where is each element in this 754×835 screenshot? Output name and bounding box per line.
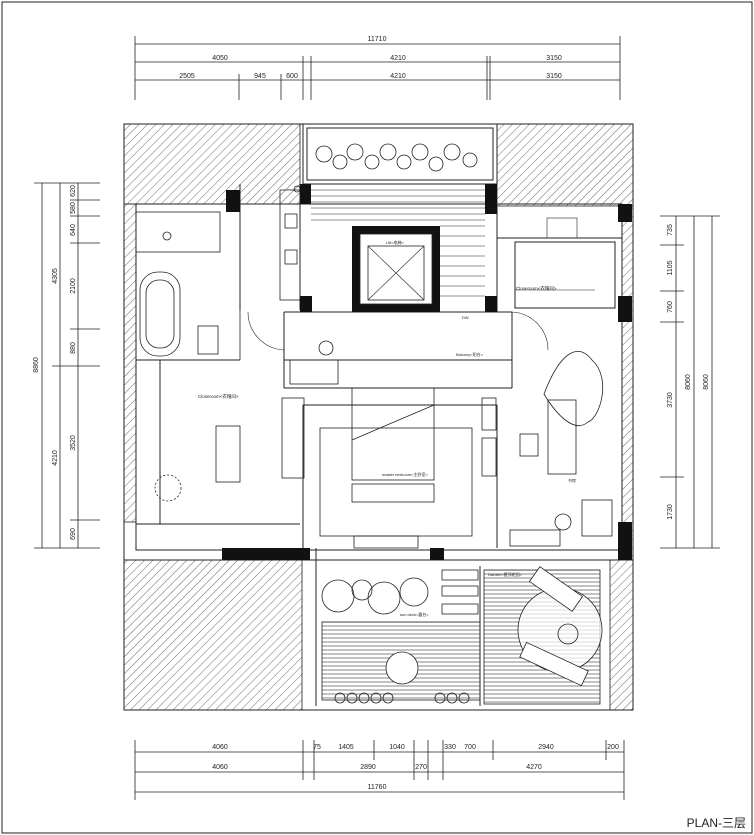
columns xyxy=(222,184,632,560)
dim-right-s4: 3730 xyxy=(667,392,674,408)
corridor-furniture xyxy=(281,340,497,479)
terrace-deck xyxy=(483,566,603,705)
label-closeroom-right: Closeroom<衣帽间> xyxy=(516,285,557,292)
vanity xyxy=(279,185,301,301)
study xyxy=(509,351,613,547)
dim-top-a2: 945 xyxy=(254,73,266,80)
dim-bottom-a1: 4060 xyxy=(212,764,228,771)
dim-right-s3: 760 xyxy=(667,301,674,313)
dim-top-c1: 3150 xyxy=(546,73,562,80)
left-dimensions xyxy=(34,182,100,549)
dim-top-b: 4210 xyxy=(390,55,406,62)
label-master-bedroom: master bedroom<主卧室> xyxy=(382,471,428,477)
dim-left-s1: 620 xyxy=(70,185,77,197)
dim-right-s2: 1105 xyxy=(667,260,674,275)
closeroom-left xyxy=(154,425,241,502)
dim-bottom-total: 11760 xyxy=(368,784,387,791)
closeroom-right xyxy=(515,217,595,291)
dim-bottom-b4: 330 xyxy=(444,744,456,751)
dim-top-b1: 4210 xyxy=(390,73,406,80)
dim-top-total: 11710 xyxy=(368,36,387,43)
dim-bottom-a: 4060 xyxy=(212,744,228,751)
dim-bottom-b2: 1405 xyxy=(338,744,354,751)
top-dimensions xyxy=(134,36,621,100)
dim-bottom-d2: 270 xyxy=(415,764,427,771)
dim-top-a: 4050 xyxy=(212,55,228,62)
dim-top-c: 3150 xyxy=(546,55,562,62)
dim-right-s5: 1730 xyxy=(667,504,674,520)
dim-left-s3: 640 xyxy=(70,224,77,236)
roof-garden xyxy=(321,569,481,704)
bathroom xyxy=(135,211,241,360)
dim-bottom-d3: 4270 xyxy=(526,764,542,771)
plants-row xyxy=(315,143,478,172)
label-dw: DW xyxy=(462,315,469,320)
master-bedroom xyxy=(319,387,473,549)
label-balcony: Balcony<阳台> xyxy=(456,351,484,357)
dim-bottom-c1: 2940 xyxy=(538,744,554,751)
dim-bottom-c2: 200 xyxy=(607,744,619,751)
label-garden: Garden<屋顶花园> xyxy=(488,571,523,577)
dim-bottom-b5: 700 xyxy=(464,744,476,751)
dim-right-total-a: 8060 xyxy=(685,374,692,390)
dim-left-s2: 580 xyxy=(70,202,77,214)
label-sundeck: sun deck<露台> xyxy=(400,611,429,617)
dim-left-s4: 2100 xyxy=(70,278,77,294)
dim-left-s7: 690 xyxy=(70,528,77,540)
dim-top-a1: 2505 xyxy=(179,73,195,80)
dim-left-s5: 880 xyxy=(70,342,77,354)
dim-right-total-b: 8060 xyxy=(703,374,710,390)
dim-bottom-b3: 1040 xyxy=(389,744,405,751)
dim-top-a3: 600 xyxy=(286,73,298,80)
doors xyxy=(247,311,549,351)
dim-bottom-d1: 2890 xyxy=(360,764,376,771)
dim-right-s1: 735 xyxy=(667,224,674,236)
bottom-dimensions xyxy=(134,740,625,800)
dim-left-b: 4210 xyxy=(52,450,59,466)
label-lift: Lift<电梯> xyxy=(386,239,405,245)
dim-left-total: 8860 xyxy=(33,357,40,373)
dim-bottom-b1: 75 xyxy=(313,744,321,751)
label-study: 书房 xyxy=(568,477,576,483)
elevator-shaft: Lift<电梯> xyxy=(352,226,440,312)
plan-title: PLAN-三层 xyxy=(686,816,746,830)
label-closeroom-left: Closeroom<衣帽间> xyxy=(198,393,239,400)
right-dimensions xyxy=(660,215,720,549)
staircase xyxy=(311,183,485,297)
dim-left-s6: 3520 xyxy=(70,435,77,451)
hatched-zones xyxy=(123,123,634,711)
dim-left-a: 4305 xyxy=(52,268,59,284)
